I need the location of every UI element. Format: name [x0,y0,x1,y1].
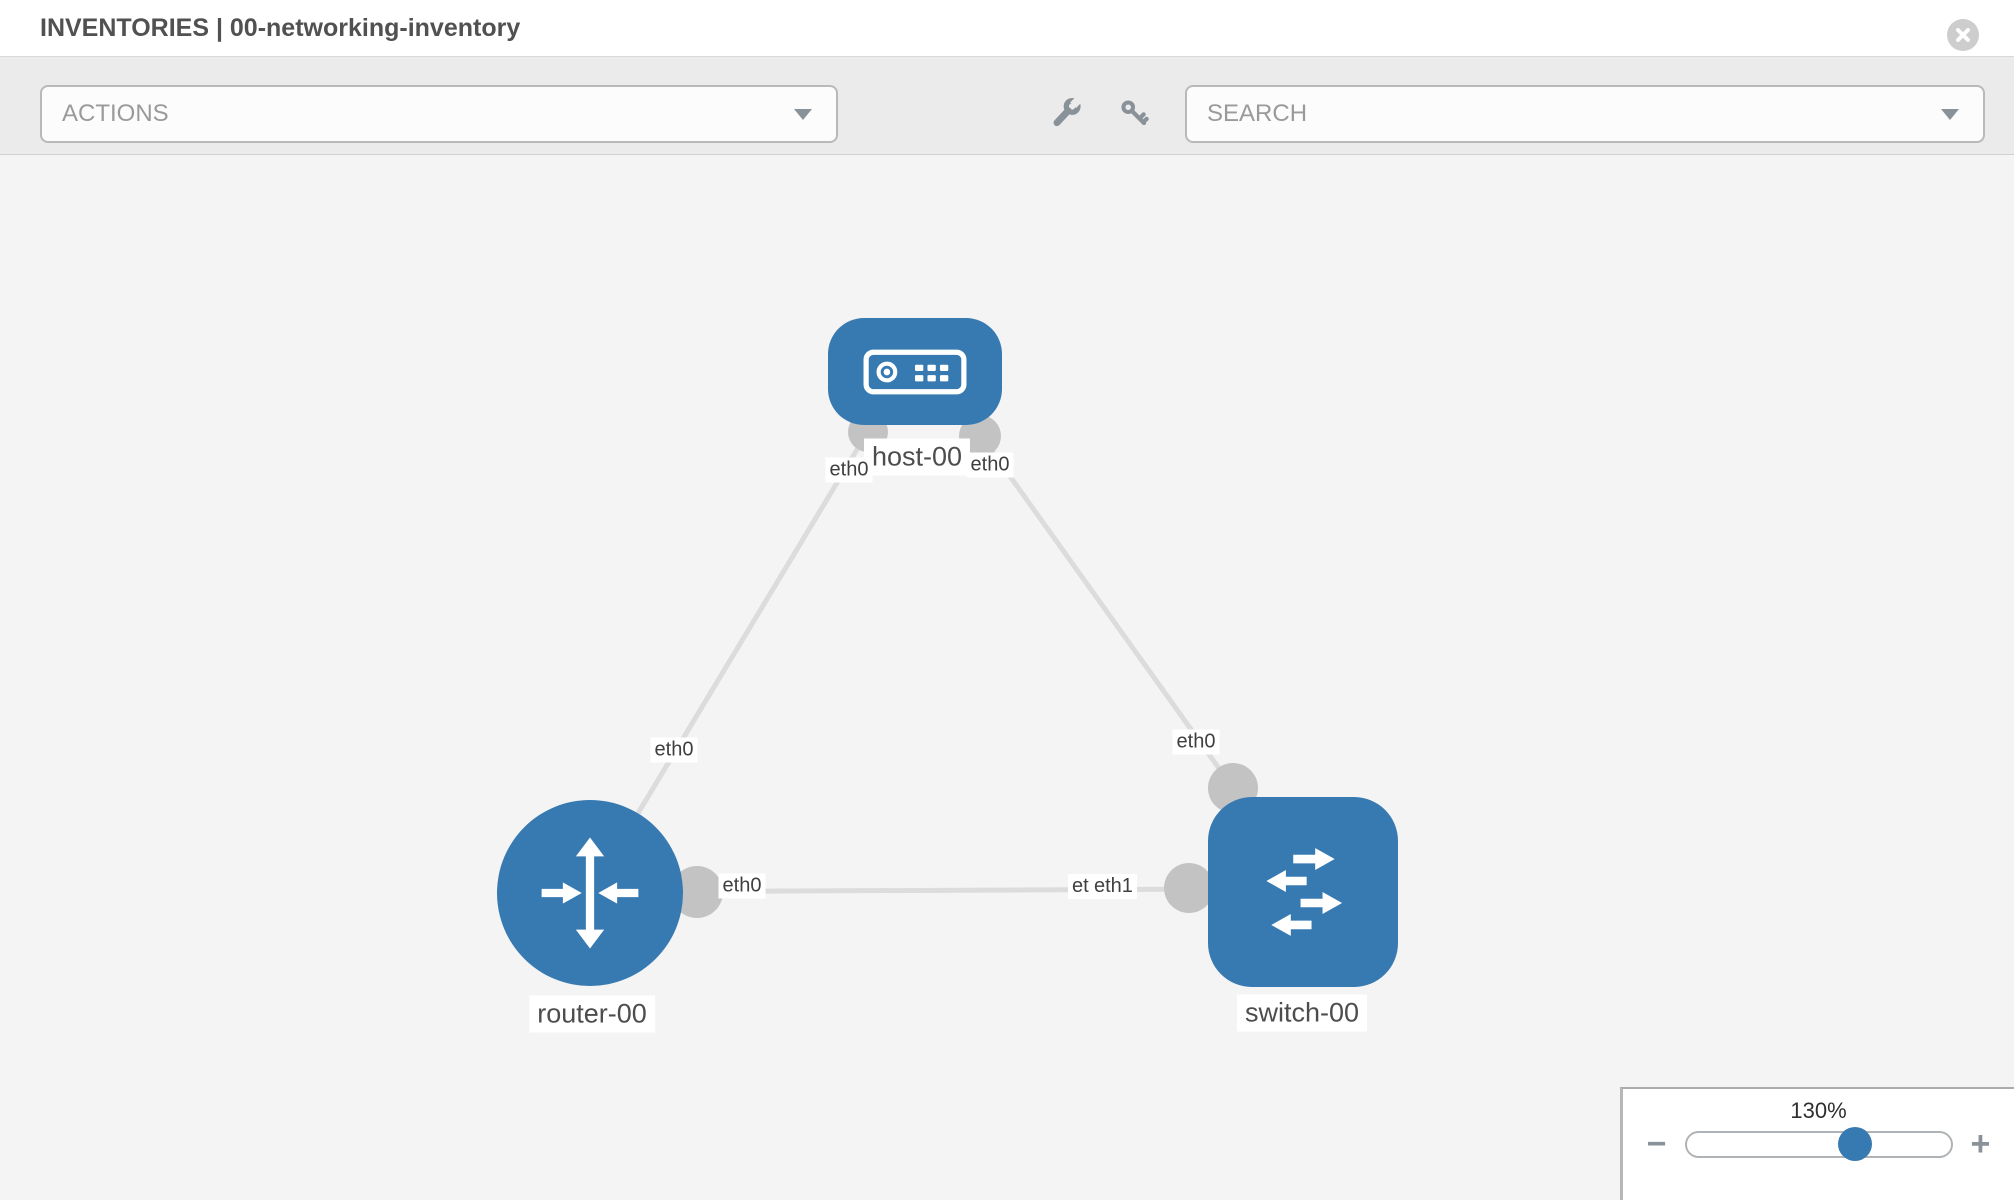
node-router-00[interactable] [497,800,683,986]
interface-label: eth0 [825,457,873,483]
interface-connector [1164,863,1214,913]
zoom-in-button[interactable]: + [1970,1125,1991,1163]
tools-button[interactable] [1048,95,1084,136]
toolbar: ACTIONS [0,57,2014,155]
caret-down-icon [1941,109,1959,120]
search-dropdown[interactable] [1185,85,1985,143]
zoom-controls: − + [1623,1127,2014,1161]
router-icon [541,837,639,949]
link-host-switch[interactable] [976,431,1236,790]
interface-label: eth1 [1090,874,1137,899]
header-bar: INVENTORIES | 00-networking-inventory [0,0,2014,57]
search-input[interactable] [1187,87,1913,141]
interface-label: eth0 [718,873,766,899]
interface-connector [671,866,723,918]
switch-icon [1266,848,1343,936]
zoom-slider-thumb[interactable] [1838,1127,1873,1161]
topology-canvas[interactable]: host-00 router-00 switch-00 eth0 eth0 et… [0,155,2014,1200]
interface-label: eth0 [1172,729,1220,755]
zoom-slider[interactable] [1684,1127,1953,1161]
actions-dropdown[interactable]: ACTIONS [40,85,838,143]
key-icon [1121,100,1149,126]
zoom-level: 130% [1790,1098,1847,1123]
host-icon [863,349,967,394]
interface-label: eth0 [650,737,698,763]
page-title: INVENTORIES | 00-networking-inventory [40,14,521,42]
key-button[interactable] [1118,97,1152,136]
node-label-router: router-00 [529,995,655,1033]
node-label-switch: switch-00 [1236,994,1368,1032]
actions-dropdown-label: ACTIONS [62,100,169,127]
close-icon [1956,28,1970,42]
interface-label: eth0 [966,452,1014,478]
caret-down-icon [794,109,812,120]
zoom-out-button[interactable]: − [1646,1125,1667,1163]
close-button[interactable] [1947,19,1979,51]
links-layer [587,412,1258,918]
node-switch-00[interactable] [1208,797,1398,987]
wrench-icon [1053,97,1082,127]
node-label-host: host-00 [863,438,971,476]
node-host-00[interactable] [828,318,1002,425]
zoom-panel: 130% − + [1620,1087,2014,1200]
